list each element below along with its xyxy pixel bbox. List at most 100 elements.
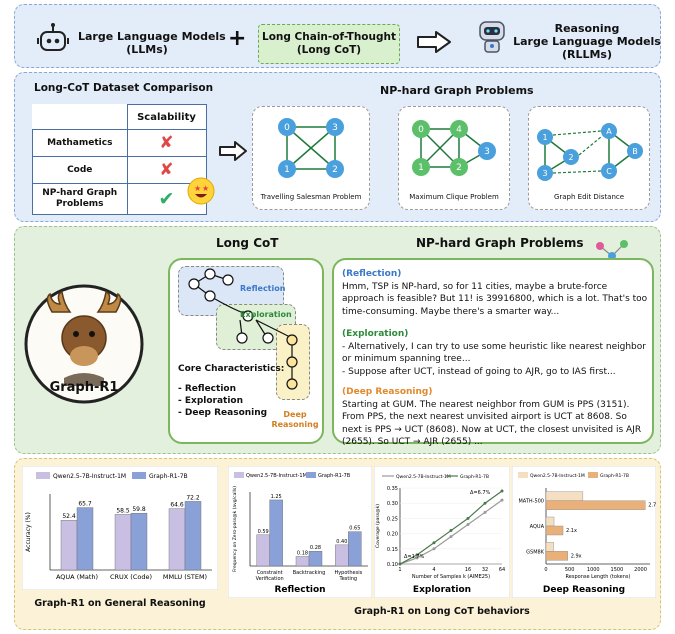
data-point — [415, 556, 419, 560]
node-label: 2 — [568, 153, 573, 162]
long-cot-title: Long CoT — [216, 236, 279, 250]
data-label: 1.25 — [271, 494, 282, 500]
np-graph-title-2: NP-hard Graph Problems — [416, 236, 584, 250]
annotation: Δ=1.7% — [404, 554, 425, 560]
bar — [60, 520, 78, 571]
row-label: Mathametics — [32, 129, 128, 157]
core-item: - Exploration — [178, 396, 244, 406]
llm-line-1: Large Language Models — [78, 30, 226, 43]
table-row: NP-hard Graph Problems ✔ — [32, 183, 207, 215]
deep-line-1: Deep — [283, 410, 307, 419]
x-tick-label: 32 — [482, 567, 488, 573]
data-label: 64.6 — [170, 502, 184, 509]
star-eyes-emoji-icon: ★★ — [187, 177, 215, 205]
tsp-graph: 0 3 1 2 — [278, 118, 344, 178]
y-tick-label: 0.35 — [387, 486, 398, 492]
deep-section: (Deep Reasoning) Starting at GUM. The ne… — [342, 386, 648, 449]
y-tick-label: 0.10 — [387, 562, 398, 568]
bar — [308, 550, 323, 567]
bar — [184, 501, 202, 571]
data-label: 52.4 — [62, 513, 76, 520]
data-label: 72.2 — [186, 494, 200, 501]
ged-card: 1 2 3 A B C Graph Edit Distance — [528, 106, 650, 210]
rllm-line-3: (RLLMs) — [561, 48, 613, 61]
bar — [256, 534, 270, 567]
table-header-row: Scalability — [32, 104, 207, 130]
arrow-right-icon — [417, 31, 451, 53]
long-cot-card: Reflection Exploration Core Characterist… — [168, 258, 324, 444]
data-point — [398, 562, 402, 566]
core-item: - Reflection — [178, 384, 236, 394]
x-tick-label: MMLU (STEM) — [163, 573, 207, 581]
svg-text:★: ★ — [202, 184, 209, 193]
node-label: B — [632, 147, 638, 156]
legend-swatch — [306, 472, 316, 478]
robot-mascot-icon — [479, 21, 505, 53]
node-label: 3 — [542, 169, 547, 178]
bar — [545, 500, 646, 510]
clique-caption: Maximum Clique Problem — [409, 193, 499, 201]
x-tick-label: Constraint — [257, 570, 283, 576]
annotation: 2.7x — [648, 503, 656, 509]
reflection-chart: Frequency on Zero-pass@k (avg/calls)Qwen… — [228, 466, 372, 598]
bar — [269, 499, 283, 567]
y-axis-label: Frequency on Zero-pass@k (avg/calls) — [232, 486, 238, 572]
y-axis-label: Accuracy (%) — [25, 512, 32, 552]
comparison-table: Scalability Mathametics ✘ Code ✘ NP-hard… — [32, 104, 207, 215]
node-label: 3 — [332, 123, 338, 133]
table-corner — [32, 104, 128, 130]
bar — [295, 556, 310, 567]
legend-swatch — [234, 472, 244, 478]
x-axis-label: Number of Samples k (AIME25) — [412, 574, 490, 580]
chart-title: Exploration — [413, 585, 471, 595]
annotation: Δ=6.7% — [470, 490, 491, 496]
svg-text:★: ★ — [194, 184, 201, 193]
data-point — [432, 541, 436, 545]
chart-title: Deep Reasoning — [543, 585, 625, 595]
x-tick-label: CRUX (Code) — [110, 573, 152, 581]
data-point — [466, 522, 470, 526]
x-tick-label: Testing — [339, 576, 358, 582]
x-tick-label: 0 — [544, 567, 547, 573]
bar — [545, 516, 555, 527]
y-tick-label: 0.15 — [387, 547, 398, 553]
legend-swatch — [588, 472, 598, 478]
cross-icon: ✘ — [126, 156, 207, 184]
bar — [545, 491, 584, 501]
core-item: - Deep Reasoning — [178, 408, 268, 418]
data-label: 0.65 — [349, 526, 360, 532]
long-cot-box: Long Chain-of-Thought (Long CoT) — [258, 24, 400, 64]
data-point — [449, 529, 453, 533]
legend-label: Graph-R1-7B — [600, 473, 629, 479]
tsp-caption: Travelling Salesman Problem — [260, 193, 362, 201]
x-tick-label: Backtracking — [293, 570, 326, 576]
node-label: 1 — [284, 165, 290, 175]
comparison-title: Long-CoT Dataset Comparison — [34, 82, 214, 94]
x-tick-label: 4 — [432, 567, 435, 573]
table-header: Scalability — [126, 104, 207, 130]
x-tick-label: 2000 — [634, 567, 647, 573]
bar — [545, 542, 554, 552]
data-label: 0.18 — [297, 550, 308, 556]
plus-sign: + — [228, 26, 247, 51]
data-point — [483, 501, 487, 505]
node-label: 4 — [456, 125, 462, 135]
deep-reasoning-label: Deep Reasoning — [270, 410, 320, 430]
x-tick-label: Verification — [256, 576, 284, 582]
node-label: 2 — [332, 165, 338, 175]
data-label: 59.8 — [132, 506, 146, 513]
data-label: 0.40 — [336, 539, 347, 545]
bar — [545, 525, 564, 536]
long-cot-line-1: Long Chain-of-Thought — [262, 31, 396, 43]
data-point — [483, 510, 487, 514]
x-tick-label: 1 — [398, 567, 401, 573]
legend-label: Qwen2.5-7B-Instruct-1M — [53, 473, 126, 480]
x-tick-label: AQUA (Math) — [56, 573, 98, 581]
bar — [168, 508, 186, 571]
legend-swatch — [36, 472, 50, 479]
robot-icon — [37, 23, 69, 51]
